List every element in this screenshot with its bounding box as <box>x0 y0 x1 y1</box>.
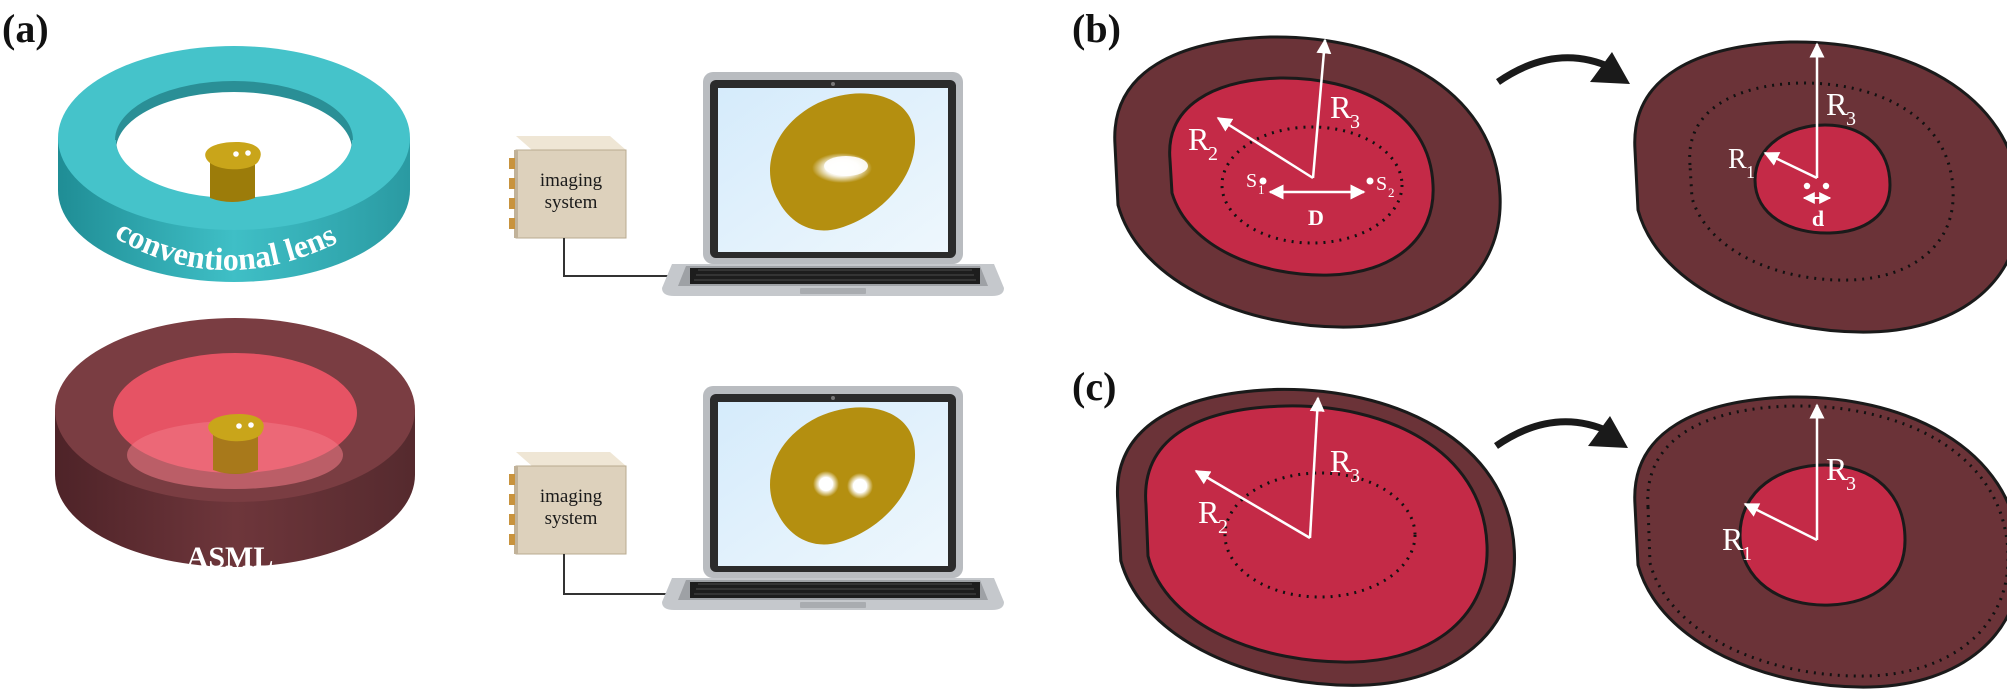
label-r2-b-before: R <box>1188 121 1210 157</box>
imaging-system-bottom: imaging system <box>509 452 627 555</box>
label-s2-sub: 2 <box>1388 185 1395 200</box>
cable-top <box>563 238 700 277</box>
panel-label-c: (c) <box>1072 364 1116 409</box>
label-r3-c-before: R <box>1330 443 1352 479</box>
label-r3-b-before: R <box>1330 89 1352 125</box>
asml-lens: ASML <box>55 318 415 574</box>
diagram-b-after <box>1633 40 2007 334</box>
transition-arrow-b <box>1496 54 1614 85</box>
panel-label-a: (a) <box>2 6 49 51</box>
laptop-bottom <box>662 386 1004 610</box>
label-r2-sub-c-before: 2 <box>1218 516 1228 538</box>
label-r3-c-after: R <box>1826 451 1848 487</box>
label-r2-c-before: R <box>1198 494 1220 530</box>
imaging-system-top: imaging system <box>509 136 627 239</box>
label-r1-sub-c-after: 1 <box>1742 543 1752 565</box>
label-r1-c-after: R <box>1722 521 1744 557</box>
cable-bottom <box>563 554 700 595</box>
conventional-lens: conventional lens <box>58 46 410 282</box>
diagram-b-before <box>1113 35 1502 329</box>
diagram-c-after <box>1633 395 2007 689</box>
label-s1-sub: 1 <box>1258 182 1265 197</box>
label-r3-sub-c-before: 3 <box>1350 465 1360 487</box>
label-r3-b-after: R <box>1826 86 1848 122</box>
imaging-system-label-bottom-2: system <box>545 508 598 529</box>
label-r3-sub-b-before: 3 <box>1350 111 1360 133</box>
transition-arrowhead-b <box>1590 52 1630 84</box>
label-r1-sub-b-after: 1 <box>1746 162 1755 182</box>
asml-label: ASML <box>187 541 274 574</box>
label-distance-D: D <box>1308 205 1324 230</box>
laptop-top <box>662 72 1004 296</box>
diagram-c-before <box>1115 387 1517 687</box>
label-r3-sub-b-after: 3 <box>1846 108 1856 130</box>
label-r2-sub-b-before: 2 <box>1208 143 1218 165</box>
transition-arrow-c <box>1494 418 1612 449</box>
label-s1: S <box>1246 170 1257 192</box>
imaging-system-label-bottom-1: imaging <box>540 486 603 507</box>
transition-arrowhead-c <box>1588 416 1628 448</box>
label-r3-sub-c-after: 3 <box>1846 473 1856 495</box>
panel-label-b: (b) <box>1072 6 1121 51</box>
label-r1-b-after: R <box>1728 144 1747 175</box>
imaging-system-label-top-1: imaging <box>540 170 603 191</box>
label-distance-d: d <box>1812 206 1824 231</box>
label-s2: S <box>1376 173 1387 195</box>
imaging-system-label-top-2: system <box>545 192 598 213</box>
